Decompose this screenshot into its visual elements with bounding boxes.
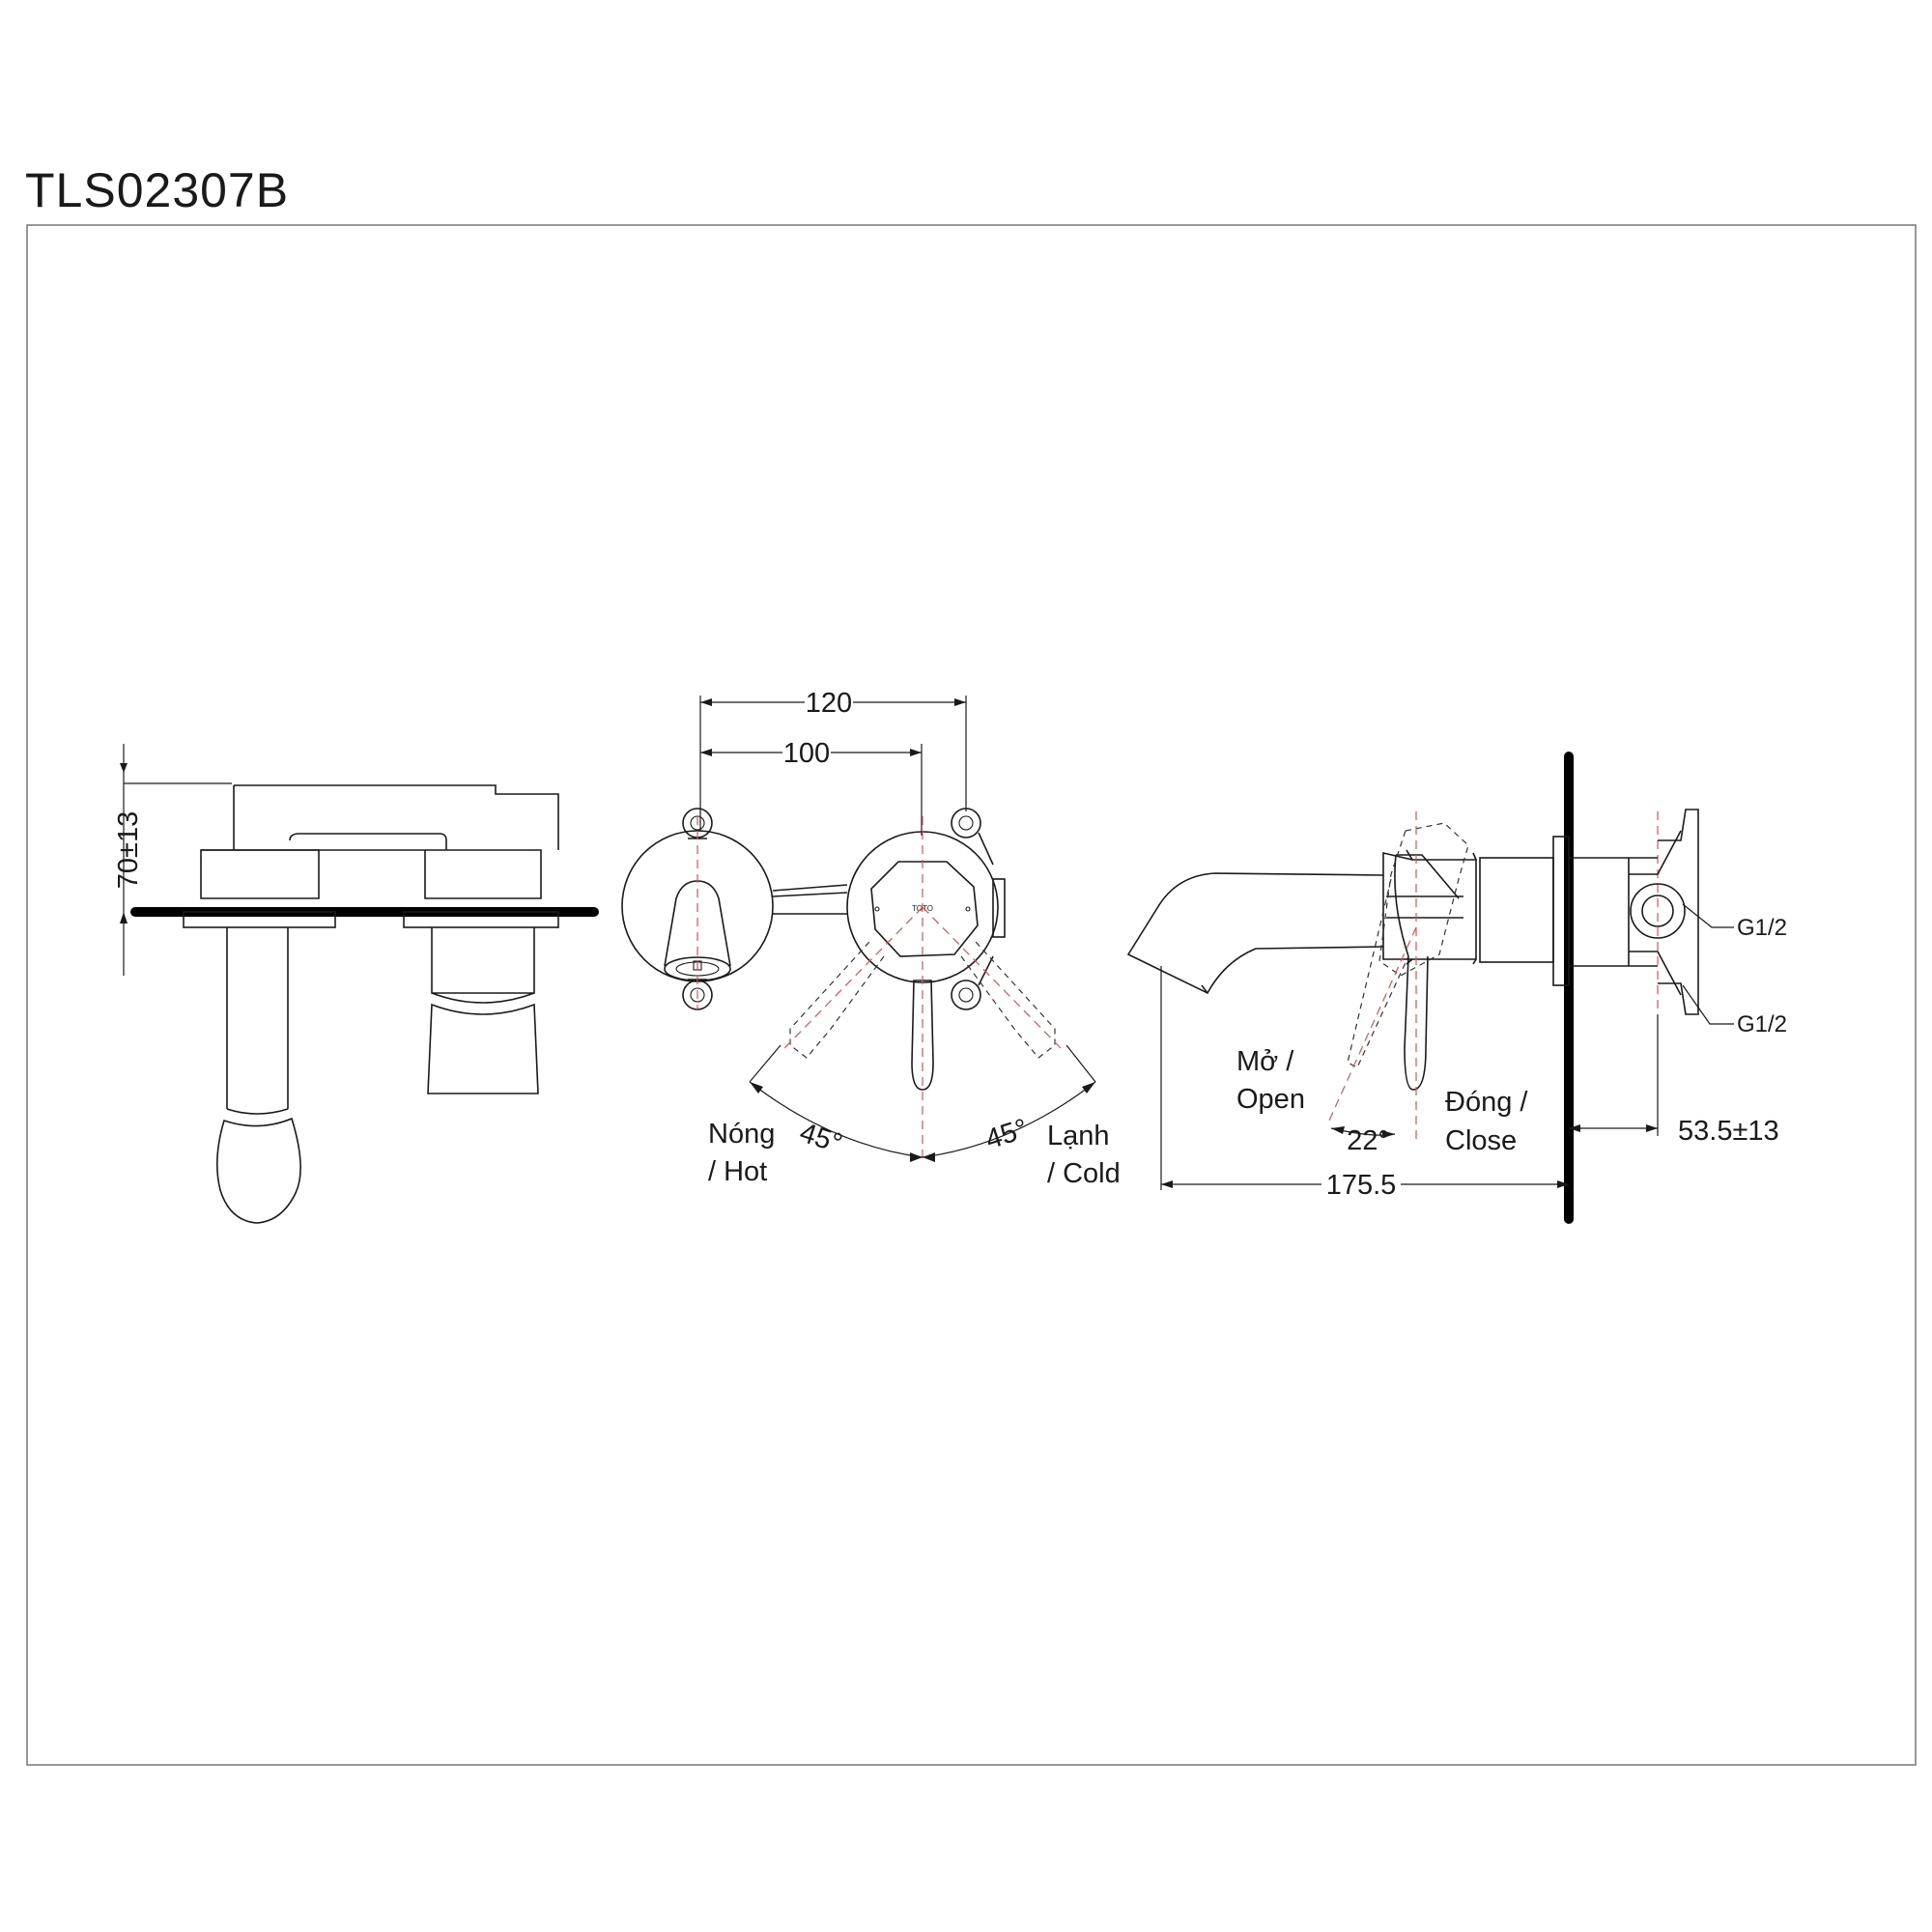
top-view-lever: [427, 927, 539, 1094]
drawing-title: TLS02307B: [25, 163, 290, 217]
angle-cold-label: 45°: [981, 1113, 1032, 1155]
angle-open-label: 22°: [1347, 1125, 1389, 1156]
cold-label-line2: / Cold: [1047, 1158, 1121, 1189]
dim-height-label: 70±13: [113, 811, 144, 889]
angle-hot-label: 45°: [796, 1117, 846, 1159]
open-label-line1: Mở /: [1236, 1046, 1294, 1077]
thread-label-top: G1/2: [1737, 915, 1787, 941]
side-view-lever: [1404, 955, 1429, 1091]
dim-depth-label: 53.5±13: [1678, 1116, 1779, 1147]
top-view: 70±13: [113, 744, 599, 1224]
lever-cold-position: [960, 941, 1056, 1059]
dim-projection-label: 175.5: [1326, 1170, 1397, 1201]
side-view: G1/2 G1/2 53.5±13 175.5 22° Mở / Open Đó…: [1126, 752, 1787, 1224]
top-view-spout: [226, 927, 289, 1115]
thread-label-bottom: G1/2: [1737, 1011, 1787, 1037]
hot-label-line1: Nóng: [708, 1119, 775, 1150]
cold-label-line1: Lạnh: [1047, 1121, 1110, 1151]
lever-hot-position: [789, 941, 885, 1059]
drawing-frame: [26, 224, 1917, 1766]
lever-open-position: [1347, 822, 1469, 1068]
mixer-cartridge: [870, 861, 979, 957]
side-view-spout: [1126, 872, 1384, 995]
front-lever: [911, 980, 934, 1091]
dim-120-label: 120: [806, 688, 852, 719]
front-view: 120 100 TOTO: [621, 688, 1121, 1189]
open-label-line2: Open: [1236, 1084, 1305, 1115]
hot-label-line2: / Hot: [708, 1156, 767, 1187]
rear-connector: [1569, 857, 1658, 967]
close-label-line1: Đóng /: [1445, 1087, 1528, 1118]
top-view-body: [200, 784, 559, 899]
close-label-line2: Close: [1445, 1125, 1517, 1156]
dim-100-label: 100: [783, 738, 830, 769]
